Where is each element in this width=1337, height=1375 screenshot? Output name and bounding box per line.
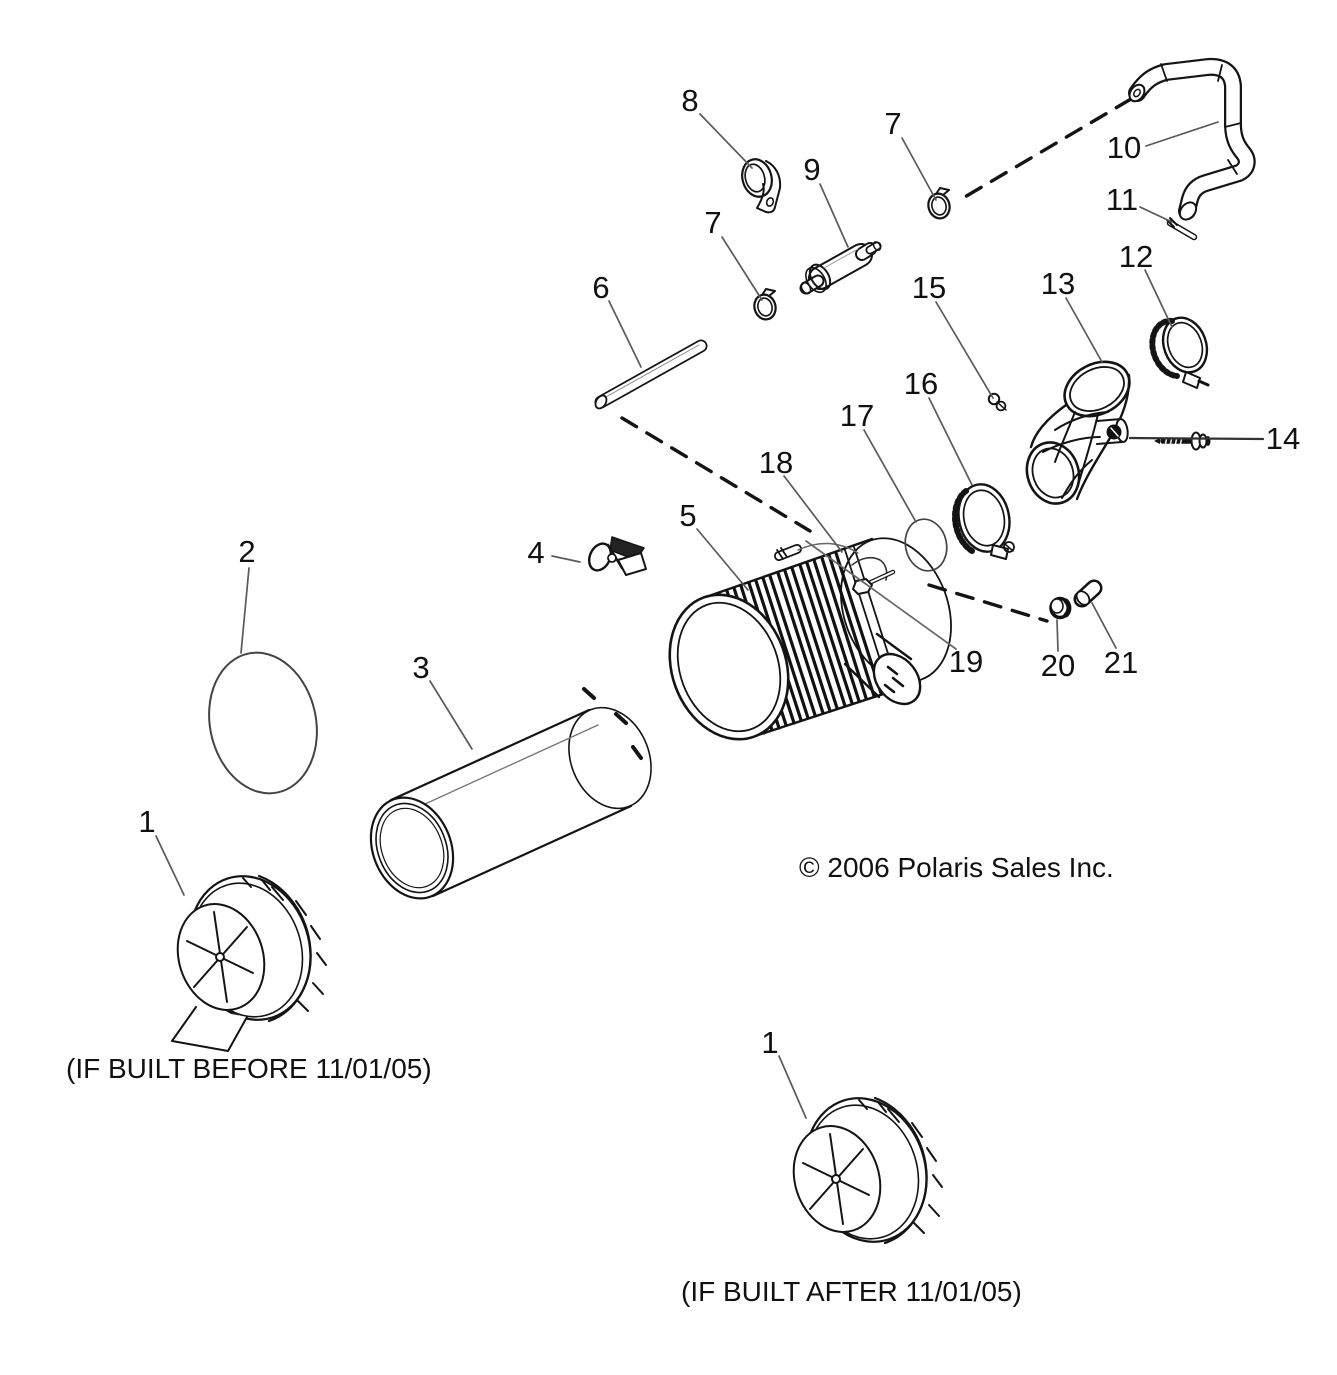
part-20-bushing <box>1049 596 1072 620</box>
part-8-clamp <box>741 158 782 214</box>
part-17-seal <box>904 518 948 572</box>
callout-17: 17 <box>839 398 875 433</box>
part-21-spacer <box>1073 579 1103 608</box>
part-1-cover-right <box>779 1081 946 1259</box>
dashed-assembly-lines <box>620 97 1133 623</box>
callout-3: 3 <box>412 650 430 685</box>
callout-8: 8 <box>681 83 699 118</box>
callout-1-left: 1 <box>138 804 156 839</box>
callout-11: 11 <box>1105 182 1139 217</box>
part-11-pin <box>1166 217 1198 241</box>
callout-21: 21 <box>1103 645 1139 680</box>
callout-9: 9 <box>803 152 821 187</box>
part-14-bolt <box>1154 431 1211 451</box>
part-1-cover-left <box>176 874 327 1023</box>
part-15-screw <box>987 392 1007 412</box>
part-13-duct <box>1025 360 1131 505</box>
caption-built-before: (IF BUILT BEFORE 11/01/05) <box>66 1053 432 1084</box>
caption-built-after: (IF BUILT AFTER 11/01/05) <box>681 1276 1022 1307</box>
part-2-seal <box>208 651 318 795</box>
callout-19: 19 <box>948 644 984 679</box>
part-4-clamp <box>587 536 647 576</box>
part-6-tube <box>594 339 708 410</box>
callout-5: 5 <box>679 498 697 533</box>
callout-15: 15 <box>911 270 947 305</box>
copyright-text: © 2006 Polaris Sales Inc. <box>799 852 1114 883</box>
part-9-valve <box>799 241 882 295</box>
part-16-clamp <box>951 483 1015 560</box>
callout-16: 16 <box>903 366 939 401</box>
part-7-clamp-a <box>753 288 777 321</box>
callout-13: 13 <box>1040 266 1076 301</box>
callout-7-mid: 7 <box>704 205 722 240</box>
callout-10: 10 <box>1106 130 1142 165</box>
callout-12: 12 <box>1118 239 1154 274</box>
callout-20: 20 <box>1040 648 1076 683</box>
callout-7-right: 7 <box>884 106 902 141</box>
callout-4: 4 <box>527 535 545 570</box>
callout-18: 18 <box>758 445 794 480</box>
callout-2: 2 <box>238 534 256 569</box>
cover-left-tab <box>171 1006 248 1052</box>
part-10-hose <box>1128 57 1256 221</box>
callout-1-right: 1 <box>761 1025 779 1060</box>
leader-lines <box>155 113 1265 1119</box>
part-3-filter <box>369 687 652 900</box>
part-7-clamp-b <box>927 187 951 220</box>
part-19-fitting <box>774 542 859 561</box>
part-5-airbox <box>668 537 952 741</box>
callout-6: 6 <box>592 270 610 305</box>
part-12-clamp <box>1149 316 1210 389</box>
callout-14: 14 <box>1265 421 1301 456</box>
part-18-bolt <box>851 556 896 595</box>
